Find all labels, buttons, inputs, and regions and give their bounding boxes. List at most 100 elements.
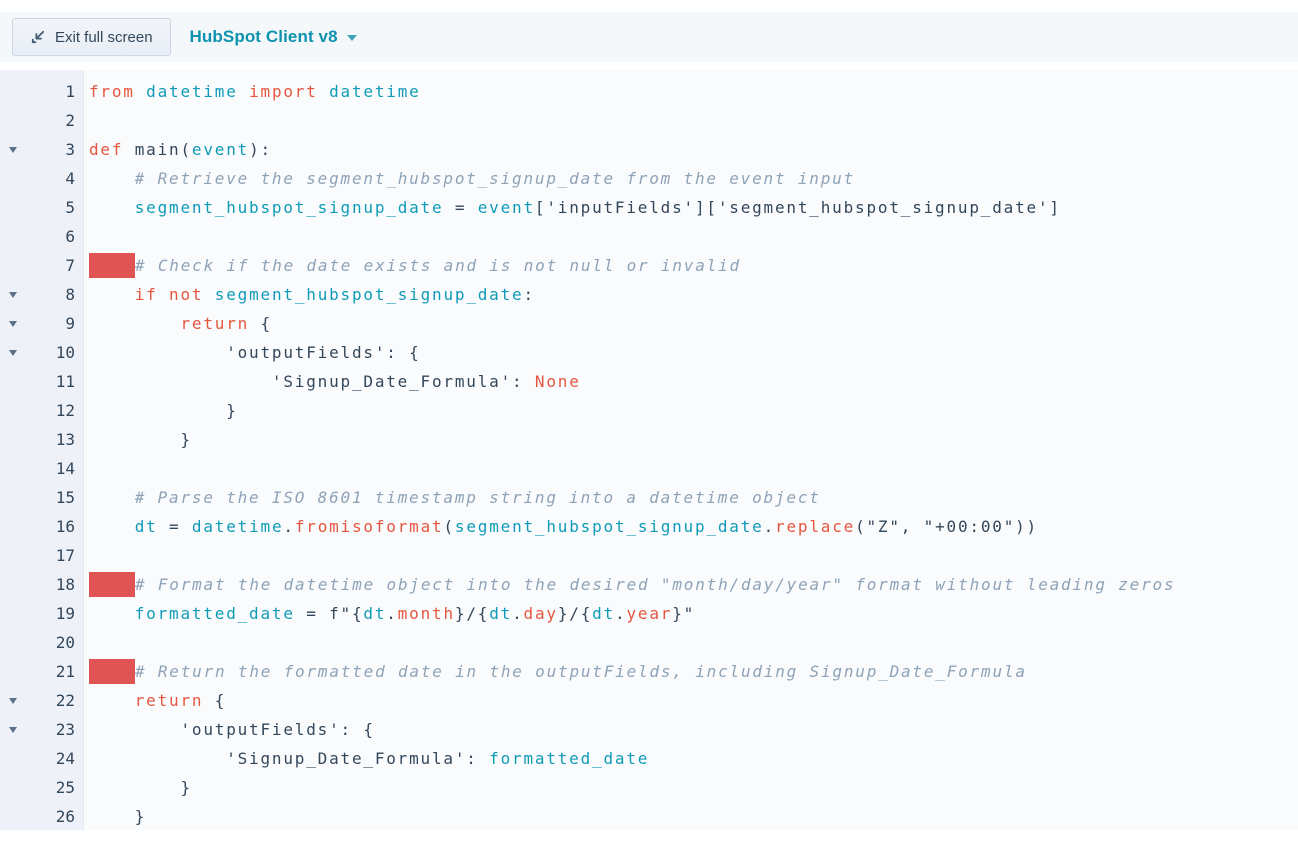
gutter: 26 xyxy=(0,802,83,830)
gutter: 3 xyxy=(0,135,83,164)
fold-arrow-icon[interactable] xyxy=(9,321,17,327)
token-comment: # Return the formatted date in the outpu… xyxy=(135,662,1027,681)
line-number: 17 xyxy=(55,546,75,565)
code-line[interactable]: 20 xyxy=(0,628,1298,657)
code-line-content[interactable]: # Parse the ISO 8601 timestamp string in… xyxy=(83,483,1298,512)
token-plain xyxy=(89,691,135,710)
token-plain xyxy=(203,285,214,304)
client-version-dropdown[interactable]: HubSpot Client v8 xyxy=(190,27,357,47)
code-line-content[interactable]: 'outputFields': { xyxy=(83,715,1298,744)
code-line[interactable]: 13 } xyxy=(0,425,1298,454)
code-line[interactable]: 4 # Retrieve the segment_hubspot_signup_… xyxy=(0,164,1298,193)
code-line-content[interactable]: } xyxy=(83,773,1298,802)
token-identifier: segment_hubspot_signup_date xyxy=(214,285,524,304)
code-line-content[interactable]: 'Signup_Date_Formula': formatted_date xyxy=(83,744,1298,773)
fold-arrow-icon[interactable] xyxy=(9,292,17,298)
token-plain xyxy=(89,198,135,217)
line-number: 7 xyxy=(65,256,75,275)
code-line[interactable]: 12 } xyxy=(0,396,1298,425)
code-line[interactable]: 9 return { xyxy=(0,309,1298,338)
code-line[interactable]: 18# Format the datetime object into the … xyxy=(0,570,1298,599)
code-line[interactable]: 5 segment_hubspot_signup_date = event['i… xyxy=(0,193,1298,222)
code-line-content[interactable]: # Return the formatted date in the outpu… xyxy=(83,657,1298,686)
token-plain xyxy=(89,314,180,333)
line-number: 15 xyxy=(55,488,75,507)
red-whitespace-highlight xyxy=(89,571,135,597)
token-plain: . xyxy=(763,517,776,536)
code-line[interactable]: 8 if not segment_hubspot_signup_date: xyxy=(0,280,1298,309)
code-line-content[interactable]: } xyxy=(83,802,1298,830)
fold-arrow-icon[interactable] xyxy=(9,350,17,356)
token-identifier: event xyxy=(477,198,535,217)
code-line[interactable]: 22 return { xyxy=(0,686,1298,715)
code-line-content[interactable]: segment_hubspot_signup_date = event['inp… xyxy=(83,193,1298,222)
code-line[interactable]: 25 } xyxy=(0,773,1298,802)
token-plain: ("Z", "+00:00")) xyxy=(855,517,1038,536)
token-plain xyxy=(238,82,249,101)
line-number: 6 xyxy=(65,227,75,246)
exit-fullscreen-button[interactable]: Exit full screen xyxy=(12,18,171,56)
code-line-content[interactable]: def main(event): xyxy=(83,135,1298,164)
code-line-content[interactable]: dt = datetime.fromisoformat(segment_hubs… xyxy=(83,512,1298,541)
code-line-content[interactable] xyxy=(83,541,1298,570)
gutter: 13 xyxy=(0,425,83,454)
token-keyword: import xyxy=(249,82,318,101)
code-line-content[interactable]: return { xyxy=(83,686,1298,715)
fold-arrow-icon[interactable] xyxy=(9,727,17,733)
code-line-content[interactable] xyxy=(83,106,1298,135)
code-line-content[interactable]: # Retrieve the segment_hubspot_signup_da… xyxy=(83,164,1298,193)
code-line-content[interactable] xyxy=(83,454,1298,483)
code-line[interactable]: 24 'Signup_Date_Formula': formatted_date xyxy=(0,744,1298,773)
code-line-content[interactable]: } xyxy=(83,425,1298,454)
code-line[interactable]: 17 xyxy=(0,541,1298,570)
code-line[interactable]: 11 'Signup_Date_Formula': None xyxy=(0,367,1298,396)
gutter: 4 xyxy=(0,164,83,193)
code-line[interactable]: 14 xyxy=(0,454,1298,483)
code-line-content[interactable]: from datetime import datetime xyxy=(83,77,1298,106)
line-number: 9 xyxy=(65,314,75,333)
line-number: 21 xyxy=(55,662,75,681)
token-identifier: dt xyxy=(134,517,158,536)
gutter: 5 xyxy=(0,193,83,222)
code-line-content[interactable]: return { xyxy=(83,309,1298,338)
code-line[interactable]: 21 # Return the formatted date in the out… xyxy=(0,657,1298,686)
code-line-content[interactable]: 'Signup_Date_Formula': None xyxy=(83,367,1298,396)
code-line[interactable]: 6 xyxy=(0,222,1298,251)
gutter: 21 xyxy=(0,657,83,686)
token-identifier: dt xyxy=(363,604,387,623)
token-keyword: None xyxy=(534,372,581,391)
gutter: 24 xyxy=(0,744,83,773)
code-line[interactable]: 23 'outputFields': { xyxy=(0,715,1298,744)
code-line-content[interactable]: 'outputFields': { xyxy=(83,338,1298,367)
code-line-content[interactable]: formatted_date = f"{dt.month}/{dt.day}/{… xyxy=(83,599,1298,628)
code-line-content[interactable]: # Format the datetime object into the de… xyxy=(83,570,1298,599)
line-number: 13 xyxy=(55,430,75,449)
token-keyword: fromisoformat xyxy=(294,517,444,536)
code-line[interactable]: 16 dt = datetime.fromisoformat(segment_h… xyxy=(0,512,1298,541)
token-plain: { xyxy=(203,691,227,710)
code-line-content[interactable]: # Check if the date exists and is not nu… xyxy=(83,251,1298,280)
token-plain: }/{ xyxy=(557,604,593,623)
code-line-content[interactable]: } xyxy=(83,396,1298,425)
token-plain: = f"{ xyxy=(294,604,364,623)
code-line[interactable]: 19 formatted_date = f"{dt.month}/{dt.day… xyxy=(0,599,1298,628)
fold-arrow-icon[interactable] xyxy=(9,698,17,704)
gutter: 20 xyxy=(0,628,83,657)
code-line[interactable]: 26 } xyxy=(0,802,1298,830)
gutter: 14 xyxy=(0,454,83,483)
gutter: 18 xyxy=(0,570,83,599)
client-version-label: HubSpot Client v8 xyxy=(189,27,338,46)
fold-arrow-icon[interactable] xyxy=(9,147,17,153)
code-line[interactable]: 7 # Check if the date exists and is not n… xyxy=(0,251,1298,280)
code-line[interactable]: 2 xyxy=(0,106,1298,135)
code-line-content[interactable] xyxy=(83,628,1298,657)
code-line-content[interactable]: if not segment_hubspot_signup_date: xyxy=(83,280,1298,309)
line-number: 19 xyxy=(55,604,75,623)
code-line[interactable]: 15 # Parse the ISO 8601 timestamp string… xyxy=(0,483,1298,512)
code-line[interactable]: 10 'outputFields': { xyxy=(0,338,1298,367)
line-number: 11 xyxy=(55,372,75,391)
code-line-content[interactable] xyxy=(83,222,1298,251)
